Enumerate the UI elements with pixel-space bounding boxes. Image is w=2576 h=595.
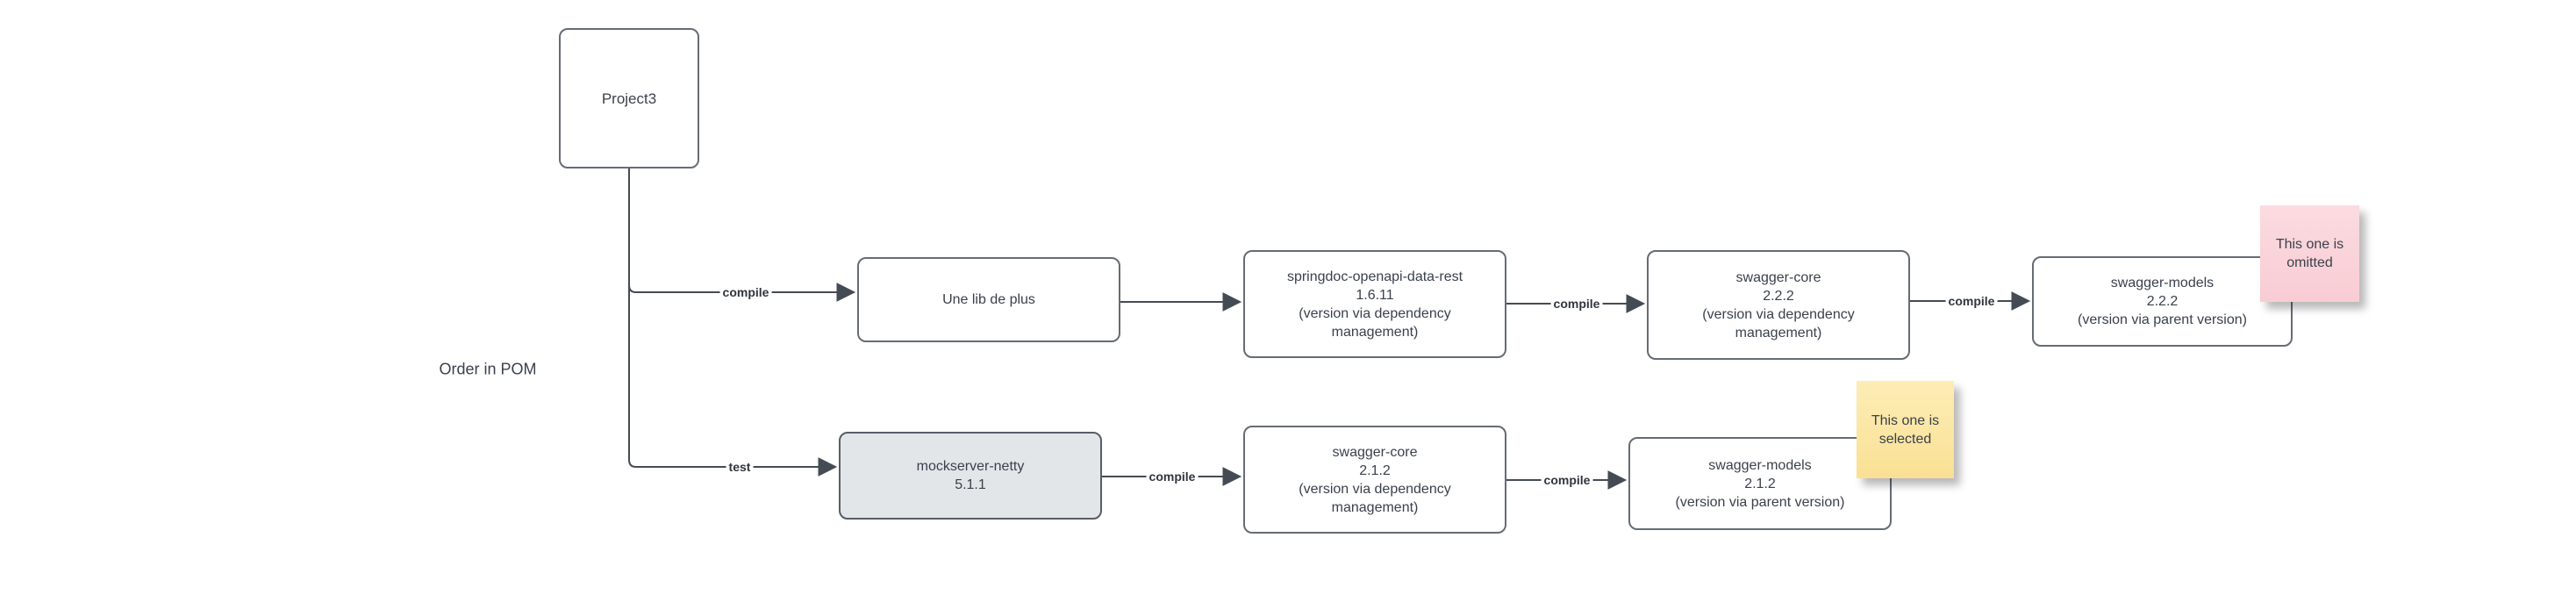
- node-springdoc-openapi-data-rest: springdoc-openapi-data-rest 1.6.11 (vers…: [1243, 250, 1506, 358]
- sticky-note-selected: This one is selected: [1857, 381, 1954, 478]
- edge-label-test-root: test: [726, 460, 754, 474]
- edge-label-compile-mockserver: compile: [1146, 470, 1199, 484]
- edge-root-compile: [628, 168, 856, 302]
- node-swagger-models-2-1-2: swagger-models 2.1.2 (version via parent…: [1628, 437, 1892, 530]
- node-project3: Project3: [559, 28, 699, 168]
- edge-label-compile-springdoc: compile: [1550, 297, 1603, 311]
- node-une-lib-de-plus: Une lib de plus: [857, 257, 1120, 342]
- node-swagger-core-2-2-2: swagger-core 2.2.2 (version via dependen…: [1647, 250, 1910, 360]
- edge-root-test: [628, 168, 838, 477]
- sticky-note-omitted: This one is omitted: [2260, 205, 2359, 302]
- node-mockserver-netty: mockserver-netty 5.1.1: [839, 432, 1102, 520]
- node-swagger-models-2-2-2: swagger-models 2.2.2 (version via parent…: [2032, 256, 2293, 347]
- edge-label-compile-root: compile: [719, 285, 772, 299]
- node-swagger-core-2-1-2: swagger-core 2.1.2 (version via dependen…: [1243, 426, 1506, 534]
- edge-label-compile-core212: compile: [1541, 473, 1593, 487]
- edge-label-compile-core222: compile: [1945, 294, 1998, 308]
- order-in-pom-label: Order in POM: [439, 360, 537, 378]
